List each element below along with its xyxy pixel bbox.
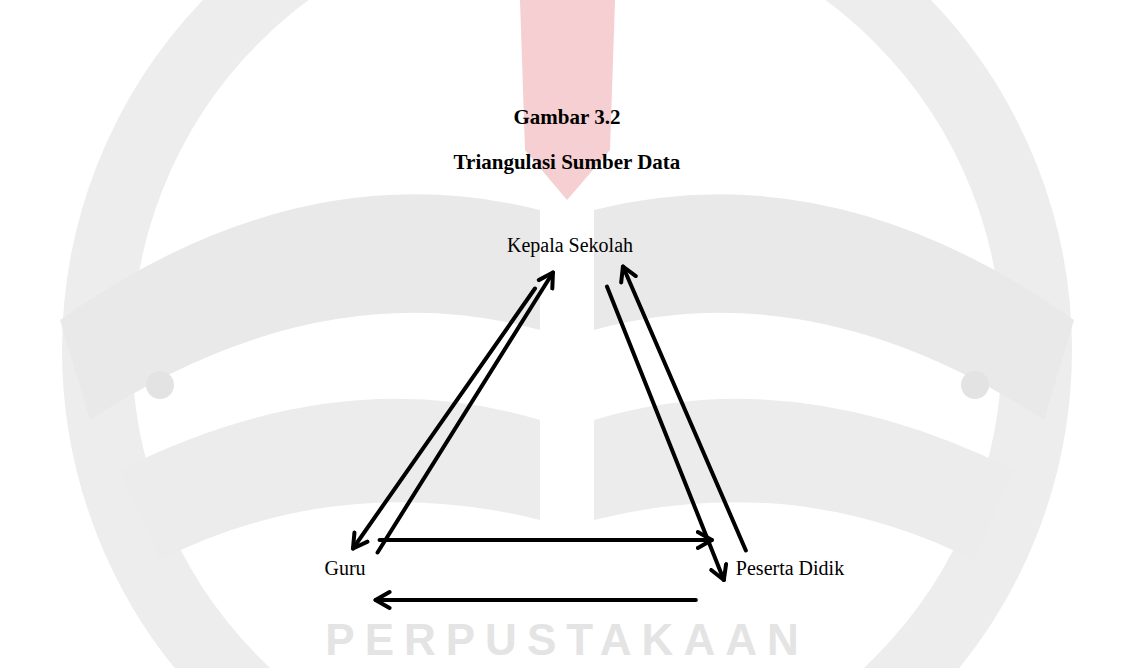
node-label: Kepala Sekolah — [507, 234, 633, 256]
watermark-text: PERPUSTAKAAN — [325, 615, 808, 665]
figure-caption: Triangulasi Sumber Data — [454, 150, 681, 175]
node-label: Peserta Didik — [736, 557, 844, 579]
source-node: Guru — [320, 555, 369, 582]
figure-title: Gambar 3.2 — [514, 105, 621, 130]
arrow-connector — [376, 598, 696, 602]
arrow-connector — [623, 267, 746, 551]
watermark-wing — [120, 399, 540, 560]
watermark-dot — [961, 371, 989, 399]
watermark-dot — [146, 371, 174, 399]
arrow-connector — [378, 273, 553, 553]
arrow-connector — [353, 289, 535, 549]
arrow-connector — [607, 287, 724, 581]
arrow-connector — [380, 538, 712, 542]
watermark-wing — [594, 399, 1014, 560]
node-label: Guru — [324, 557, 365, 579]
source-node: Peserta Didik — [732, 555, 848, 582]
source-node: Kepala Sekolah — [503, 232, 637, 259]
watermark-wing — [594, 194, 1074, 420]
